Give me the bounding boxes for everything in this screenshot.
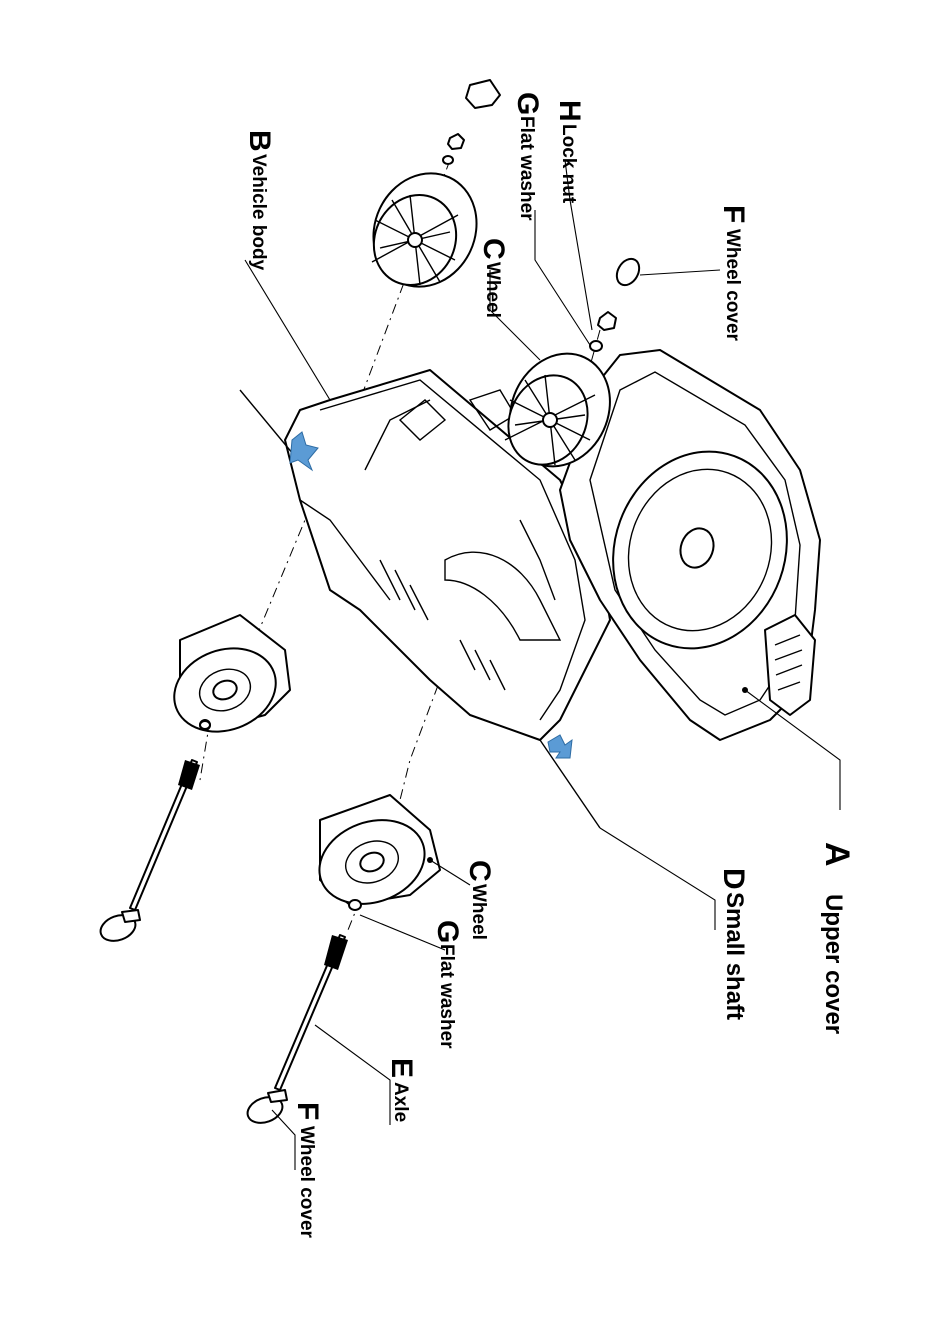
svg-text:Flat washer: Flat washer: [436, 944, 457, 1049]
svg-text:Wheel: Wheel: [482, 262, 503, 318]
label-b: B Vehicle body: [243, 130, 276, 271]
label-c-bottom: C Wheel: [463, 860, 496, 940]
label-h: H Lock nut: [553, 100, 586, 204]
arrow-icon: [548, 735, 572, 758]
svg-text:Small shaft: Small shaft: [721, 892, 748, 1020]
flat-washer-top: [590, 341, 602, 351]
svg-text:C: C: [477, 238, 510, 260]
wheel-top-left: [355, 156, 495, 303]
label-f-bottom: F Wheel cover: [291, 1102, 324, 1239]
lock-nut-top: [598, 312, 616, 330]
svg-text:Flat washer: Flat washer: [516, 116, 537, 221]
wheel-bottom-left: [162, 615, 290, 745]
flat-washer-bottom: [349, 900, 361, 910]
wheel-bottom-right: [308, 795, 440, 918]
svg-text:F: F: [717, 205, 750, 223]
svg-text:Vehicle body: Vehicle body: [248, 154, 269, 271]
svg-text:Axle: Axle: [390, 1082, 411, 1122]
svg-text:H: H: [553, 100, 586, 122]
label-c-top: C Wheel: [477, 238, 510, 318]
svg-text:F: F: [291, 1102, 324, 1120]
label-g-bottom: G Flat washer: [431, 920, 464, 1049]
wheel-cover-top: [612, 255, 643, 289]
svg-text:E: E: [385, 1058, 418, 1078]
label-f-top: F Wheel cover: [717, 205, 750, 342]
label-a: A Upper cover: [818, 842, 856, 1034]
svg-text:Wheel cover: Wheel cover: [722, 229, 743, 342]
svg-text:C: C: [463, 860, 496, 882]
svg-text:Wheel cover: Wheel cover: [296, 1126, 317, 1239]
label-d: D Small shaft: [717, 868, 750, 1020]
svg-text:G: G: [511, 92, 544, 115]
svg-text:Lock nut: Lock nut: [558, 124, 579, 204]
label-g-top: G Flat washer: [511, 92, 544, 221]
svg-text:B: B: [243, 130, 276, 152]
svg-text:G: G: [431, 920, 464, 943]
axles: [97, 760, 348, 1127]
svg-text:A: A: [818, 842, 856, 867]
svg-text:D: D: [717, 868, 750, 890]
svg-text:Upper cover: Upper cover: [820, 894, 847, 1034]
svg-text:Wheel: Wheel: [468, 884, 489, 940]
